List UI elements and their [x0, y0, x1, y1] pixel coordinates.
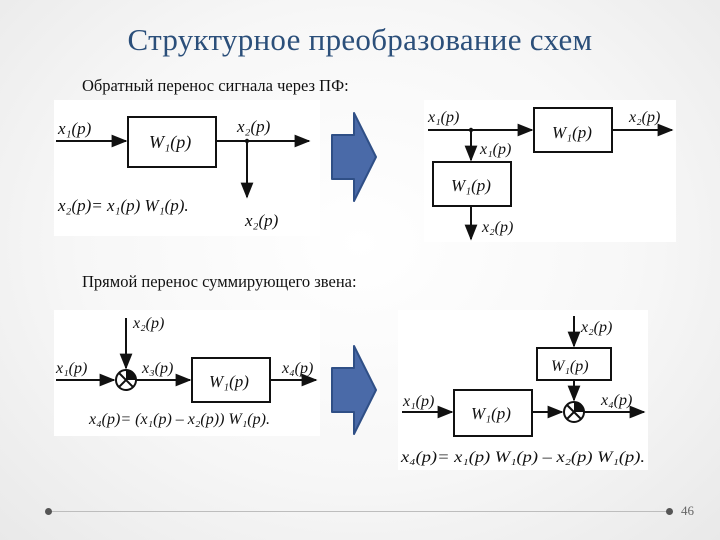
output-label: x₄(p): [600, 392, 632, 409]
branch-label: x₁(p): [479, 141, 511, 158]
diagram-summer-after: x₂(p) W₁(p) x₁(p) W₁(p) x₄(p) x₄(p)= x₁(…: [398, 310, 648, 470]
block-main-label: W₁(p): [471, 404, 511, 423]
input-top-label: x₂(p): [132, 315, 164, 332]
transfer-block-top: [536, 347, 612, 381]
section1-heading: Обратный перенос сигнала через ПФ:: [82, 76, 349, 95]
diagram-branch-after: x₁(p) W₁(p) x₂(p) x₁(p) W₁(p) x₂(p): [424, 100, 676, 242]
formula: x₄(p)= (x₁(p) – x₂(p)) W₁(p).: [88, 411, 270, 428]
output-label: x₂(p): [236, 117, 271, 136]
input-label: x₁(p): [427, 109, 459, 126]
output-down-label: x₂(p): [244, 211, 279, 230]
output-label: x₄(p): [281, 360, 313, 377]
output-down-label: x₂(p): [481, 219, 513, 236]
transform-arrow-icon: [331, 112, 377, 202]
footer-dot-left: [45, 508, 52, 515]
output-label: x₂(p): [628, 109, 660, 126]
input-left-label: x₁(p): [402, 393, 434, 410]
footer-divider: [48, 511, 673, 512]
block-label: W₁(p): [209, 372, 249, 391]
diagram-branch-before: x₁(p) W₁(p) x₂(p) x₂(p)= x₁(p) W₁(p). x₂…: [54, 100, 320, 236]
summing-junction-icon: [563, 401, 585, 423]
block-branch-label: W₁(p): [451, 176, 491, 195]
transform-arrow-icon: [331, 345, 377, 435]
middle-label: x₃(p): [141, 360, 173, 377]
formula: x₄(p)= x₁(p) W₁(p) – x₂(p) W₁(p).: [400, 449, 645, 466]
input-label: x₁(p): [57, 119, 92, 138]
page-number: 46: [681, 503, 694, 518]
input-top-label: x₂(p): [580, 319, 612, 336]
input-left-label: x₁(p): [55, 360, 87, 377]
summing-junction-icon: [115, 369, 137, 391]
diagram-summer-before: x₂(p) x₁(p) x₃(p) W₁(p) x₄(p) x₄(p)= (x₁…: [54, 310, 320, 436]
block-label: W₁(p): [552, 123, 592, 142]
block-top-label: W₁(p): [551, 358, 589, 375]
formula: x₂(p)= x₁(p) W₁(p).: [57, 196, 189, 215]
footer-dot-right: [666, 508, 673, 515]
slide-title: Структурное преобразование схем: [127, 22, 593, 57]
transfer-block-branch: [432, 161, 512, 207]
section2-heading: Прямой перенос суммирующего звена:: [82, 272, 357, 291]
block-label: W₁(p): [149, 132, 191, 153]
